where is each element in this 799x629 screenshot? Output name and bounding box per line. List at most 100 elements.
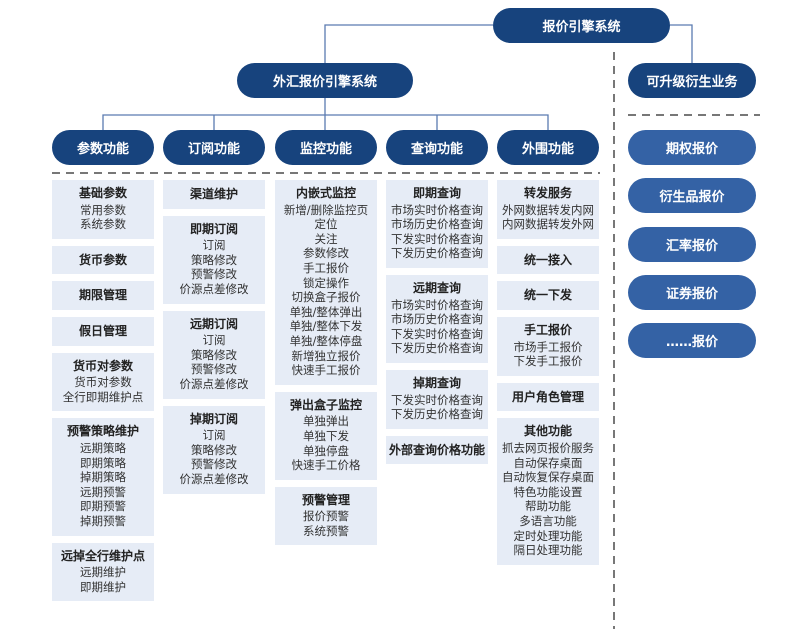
feature-title: 转发服务 [523,186,572,200]
feature-box: 远掉全行维护点远期维护即期维护 [52,542,154,602]
feature-item: 系统参数 [80,217,126,232]
feature-title: 远期订阅 [189,316,238,331]
feature-box: 转发服务外网数据转发内网内网数据转发外网 [497,180,599,239]
feature-item: 远期维护 [80,565,126,580]
feature-item: 单独/整体下发 [289,319,363,334]
feature-item: 常用参数 [80,202,126,217]
feature-box: 基础参数常用参数系统参数 [52,180,154,239]
feature-box: 内嵌式监控新增/删除监控页定位关注参数修改手工报价锁定操作切换盒子报价单独/整体… [275,180,377,385]
feature-title: 统一接入 [523,252,572,267]
feature-item: 隔日处理功能 [513,543,583,558]
feature-item: 远期策略 [80,440,126,455]
module-peripheral: 外围功能 [497,130,599,165]
feature-box: 统一接入 [497,245,599,275]
feature-item: 价源点差修改 [179,376,249,391]
feature-title: 即期查询 [412,186,461,200]
feature-box: 渠道维护 [163,180,265,209]
feature-item: 市场实时价格查询 [391,202,483,217]
feature-item: 价源点差修改 [179,471,249,486]
feature-title: 即期订阅 [189,221,238,236]
feature-title: 弹出盒子监控 [289,397,362,412]
feature-title: 货币对参数 [72,358,133,373]
derivative-exchange-rate: 汇率报价 [628,227,756,262]
feature-box: 即期查询市场实时价格查询市场历史价格查询下发实时价格查询下发历史价格查询 [386,180,488,268]
feature-box: 远期订阅订阅策略修改预警修改价源点差修改 [163,310,265,399]
feature-item: 市场实时价格查询 [391,297,483,312]
feature-item: 订阅 [202,428,226,443]
feature-item: 新增独立报价 [291,348,361,363]
feature-title: 预警管理 [301,492,350,507]
feature-item: 下发实时价格查询 [391,392,483,407]
derivative-products: 衍生品报价 [628,178,756,213]
feature-box: 外部查询价格功能 [386,435,488,465]
feature-item: 价源点差修改 [179,281,249,296]
feature-title: 掉期查询 [412,375,461,390]
monitor-column: 内嵌式监控新增/删除监控页定位关注参数修改手工报价锁定操作切换盒子报价单独/整体… [275,180,377,546]
derivative-options: 期权报价 [628,130,756,165]
feature-box: 远期查询市场实时价格查询市场历史价格查询下发实时价格查询下发历史价格查询 [386,274,488,363]
feature-item: 锁定操作 [303,275,349,290]
feature-item: 预警修改 [191,362,237,377]
feature-title: 用户角色管理 [511,389,584,404]
feature-item: 即期预警 [80,499,126,514]
feature-title: 基础参数 [78,186,127,200]
feature-item: 掉期策略 [80,470,126,485]
feature-item: 下发实时价格查询 [391,231,483,246]
feature-box: 其他功能抓去网页报价服务自动保存桌面自动恢复保存桌面特色功能设置帮助功能多语言功… [497,418,599,565]
feature-title: 其他功能 [523,424,572,439]
feature-item: 下发历史价格查询 [391,246,483,261]
feature-item: 预警修改 [191,457,237,472]
feature-item: 市场历史价格查询 [391,312,483,327]
feature-item: 报价预警 [303,509,349,524]
feature-item: 多语言功能 [519,513,577,528]
feature-item: 快速手工价格 [291,458,361,473]
feature-title: 渠道维护 [189,187,238,201]
feature-item: 下发手工报价 [513,354,583,369]
module-query: 查询功能 [386,130,488,165]
feature-title: 货币参数 [78,252,127,267]
feature-box: 弹出盒子监控单独弹出单独下发单独停盘快速手工价格 [275,391,377,480]
feature-title: 手工报价 [523,322,572,337]
feature-item: 即期策略 [80,455,126,470]
feature-item: 全行即期维护点 [62,389,144,404]
feature-title: 期限管理 [78,288,127,303]
feature-item: 自动保存桌面 [513,455,583,470]
params-column: 基础参数常用参数系统参数货币参数期限管理假日管理货币对参数货币对参数全行即期维护… [52,180,154,602]
module-monitor: 监控功能 [275,130,377,165]
feature-item: 掉期预警 [80,513,126,528]
feature-box: 掉期订阅订阅策略修改预警修改价源点差修改 [163,405,265,494]
feature-box: 即期订阅订阅策略修改预警修改价源点差修改 [163,215,265,304]
feature-item: 货币对参数 [74,375,132,390]
feature-item: 快速手工报价 [291,363,361,378]
feature-box: 掉期查询下发实时价格查询下发历史价格查询 [386,369,488,429]
feature-item: 单独/整体弹出 [289,304,363,319]
feature-box: 货币对参数货币对参数全行即期维护点 [52,352,154,412]
feature-box: 货币参数 [52,245,154,275]
feature-item: 单独停盘 [303,443,349,458]
feature-item: 策略修改 [191,252,237,267]
feature-item: 市场手工报价 [513,339,583,354]
feature-item: 订阅 [202,333,226,348]
feature-box: 预警策略维护远期策略即期策略掉期策略远期预警即期预警掉期预警 [52,418,154,536]
root-system-node: 报价引擎系统 [493,8,670,43]
feature-title: 远期查询 [412,280,461,295]
feature-item: 切换盒子报价 [291,290,361,305]
feature-item: 特色功能设置 [513,484,583,499]
module-subscribe: 订阅功能 [163,130,265,165]
feature-title: 外部查询价格功能 [388,442,485,457]
upgrade-derivatives-node: 可升级衍生业务 [628,63,756,98]
feature-item: 内网数据转发外网 [502,217,594,232]
feature-item: 订阅 [202,238,226,253]
feature-item: 下发历史价格查询 [391,341,483,356]
subscribe-column: 渠道维护即期订阅订阅策略修改预警修改价源点差修改远期订阅订阅策略修改预警修改价源… [163,180,265,494]
feature-box: 用户角色管理 [497,382,599,412]
feature-title: 掉期订阅 [189,411,238,426]
feature-item: 新增/删除监控页 [283,202,369,217]
feature-item: 策略修改 [191,442,237,457]
feature-box: 预警管理报价预警系统预警 [275,486,377,546]
feature-box: 手工报价市场手工报价下发手工报价 [497,316,599,376]
feature-item: 定位 [314,217,338,232]
feature-item: 策略修改 [191,347,237,362]
feature-title: 远掉全行维护点 [60,548,145,563]
feature-item: 关注 [314,231,338,246]
